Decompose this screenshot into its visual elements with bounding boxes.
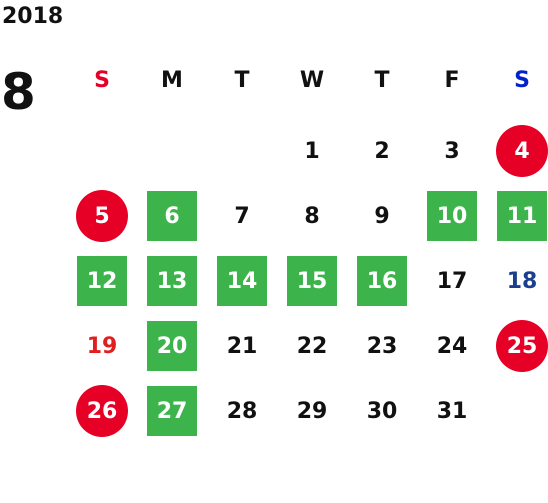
day-cell[interactable]: 13 (147, 256, 197, 306)
weekday-header-sunday: S (94, 68, 110, 93)
day-cell[interactable]: 1 (304, 138, 320, 164)
day-cell[interactable]: 5 (76, 190, 128, 242)
day-cell[interactable]: 18 (506, 268, 538, 294)
day-cell[interactable]: 2 (374, 138, 390, 164)
day-cell[interactable]: 19 (86, 333, 118, 359)
weekday-header-monday: M (161, 68, 183, 93)
day-cell[interactable]: 9 (374, 203, 390, 229)
weekday-header-saturday: S (514, 68, 530, 93)
year-label: 2018 (2, 4, 64, 29)
month-label: 8 (1, 63, 36, 121)
weekday-header-thursday: T (374, 68, 390, 93)
day-cell[interactable]: 20 (147, 321, 197, 371)
day-cell[interactable]: 24 (436, 333, 468, 359)
weekday-header-wednesday: W (299, 68, 325, 93)
day-cell[interactable]: 26 (76, 385, 128, 437)
day-cell[interactable]: 31 (436, 398, 468, 424)
day-cell[interactable]: 22 (296, 333, 328, 359)
day-cell[interactable]: 25 (496, 320, 548, 372)
day-cell[interactable]: 3 (444, 138, 460, 164)
day-cell[interactable]: 14 (217, 256, 267, 306)
weekday-header-tuesday: T (234, 68, 250, 93)
day-cell[interactable]: 27 (147, 386, 197, 436)
day-cell[interactable]: 15 (287, 256, 337, 306)
day-cell[interactable]: 16 (357, 256, 407, 306)
day-cell[interactable]: 23 (366, 333, 398, 359)
day-cell[interactable]: 21 (226, 333, 258, 359)
day-cell[interactable]: 17 (436, 268, 468, 294)
day-cell[interactable]: 10 (427, 191, 477, 241)
day-cell[interactable]: 28 (226, 398, 258, 424)
day-cell[interactable]: 8 (304, 203, 320, 229)
day-cell[interactable]: 12 (77, 256, 127, 306)
day-cell[interactable]: 4 (496, 125, 548, 177)
day-cell[interactable]: 11 (497, 191, 547, 241)
day-cell[interactable]: 6 (147, 191, 197, 241)
day-cell[interactable]: 30 (366, 398, 398, 424)
weekday-header-friday: F (444, 68, 460, 93)
day-cell[interactable]: 7 (234, 203, 250, 229)
day-cell[interactable]: 29 (296, 398, 328, 424)
